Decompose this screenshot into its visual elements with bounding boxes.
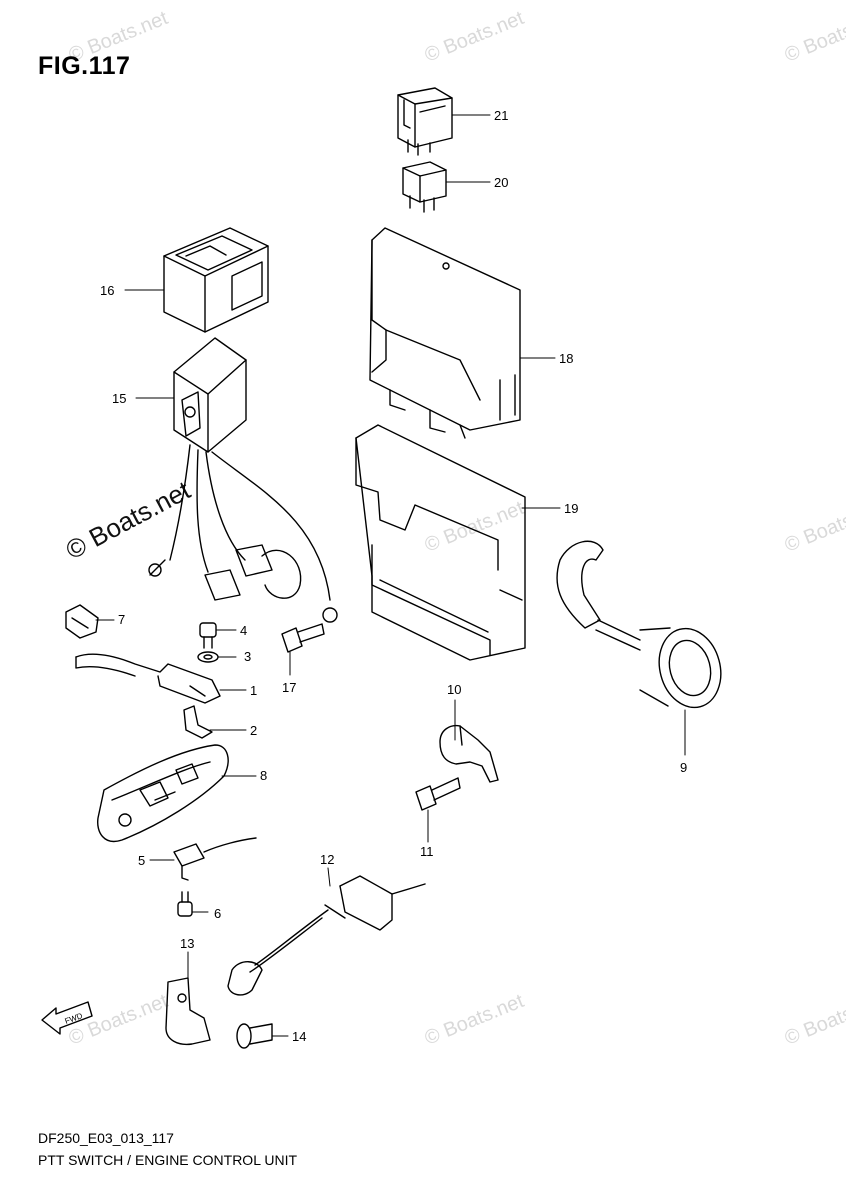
part-4-screw bbox=[199, 622, 217, 649]
callout-14: 14 bbox=[292, 1029, 306, 1044]
part-14-screw bbox=[236, 1023, 273, 1049]
part-8-holder bbox=[97, 744, 229, 843]
part-16-cover bbox=[163, 227, 269, 333]
watermark: © Boats.net bbox=[782, 990, 846, 1050]
figure-code: DF250_E03_013_117 bbox=[38, 1130, 174, 1146]
part-11-bolt bbox=[415, 777, 461, 811]
part-1-switch bbox=[75, 653, 221, 704]
callout-4: 4 bbox=[240, 623, 247, 638]
callout-5: 5 bbox=[138, 853, 145, 868]
callout-21: 21 bbox=[494, 108, 508, 123]
watermark: © Boats.net bbox=[782, 7, 846, 67]
callout-17: 17 bbox=[282, 680, 296, 695]
callout-1: 1 bbox=[250, 683, 257, 698]
part-5-micro-switch bbox=[173, 837, 257, 881]
fwd-arrow-icon bbox=[41, 1001, 93, 1035]
part-10-clamp bbox=[439, 724, 499, 783]
part-15-control-unit bbox=[148, 337, 338, 623]
callout-15: 15 bbox=[112, 391, 126, 406]
part-17-bolt bbox=[281, 623, 325, 653]
part-21-relay bbox=[397, 87, 453, 156]
callout-2: 2 bbox=[250, 723, 257, 738]
part-20-relay bbox=[402, 161, 447, 213]
part-18-ecu bbox=[369, 227, 521, 439]
figure-caption: PTT SWITCH / ENGINE CONTROL UNIT bbox=[38, 1152, 298, 1168]
part-7-clip bbox=[65, 604, 99, 639]
callout-8: 8 bbox=[260, 768, 267, 783]
figure-title: FIG.117 bbox=[38, 52, 131, 80]
part-6-screw bbox=[177, 891, 193, 917]
watermark: © Boats.net bbox=[422, 990, 528, 1050]
part-9-switch bbox=[556, 540, 722, 709]
callout-3: 3 bbox=[244, 649, 251, 664]
callout-20: 20 bbox=[494, 175, 508, 190]
watermark: © Boats.net bbox=[422, 7, 528, 67]
watermark: © Boats.net bbox=[422, 497, 528, 557]
part-12-harness bbox=[227, 875, 426, 996]
watermark-large: © Boats.net bbox=[61, 474, 196, 565]
callouts: 1 2 3 4 5 6 7 8 9 10 11 12 13 14 15 16 1… bbox=[100, 108, 687, 1044]
callout-11: 11 bbox=[420, 844, 434, 859]
callout-13: 13 bbox=[180, 936, 194, 951]
part-2-pin bbox=[183, 705, 213, 739]
part-19-ecu-cover bbox=[355, 424, 526, 661]
callout-18: 18 bbox=[559, 351, 573, 366]
callout-16: 16 bbox=[100, 283, 114, 298]
callout-9: 9 bbox=[680, 760, 687, 775]
callout-6: 6 bbox=[214, 906, 221, 921]
leader-lines bbox=[95, 114, 686, 1037]
callout-10: 10 bbox=[447, 682, 461, 697]
callout-19: 19 bbox=[564, 501, 578, 516]
part-13-bracket bbox=[165, 977, 211, 1046]
callout-7: 7 bbox=[118, 612, 125, 627]
callout-12: 12 bbox=[320, 852, 334, 867]
part-3-washer bbox=[197, 651, 219, 663]
watermark: © Boats.net bbox=[782, 497, 846, 557]
